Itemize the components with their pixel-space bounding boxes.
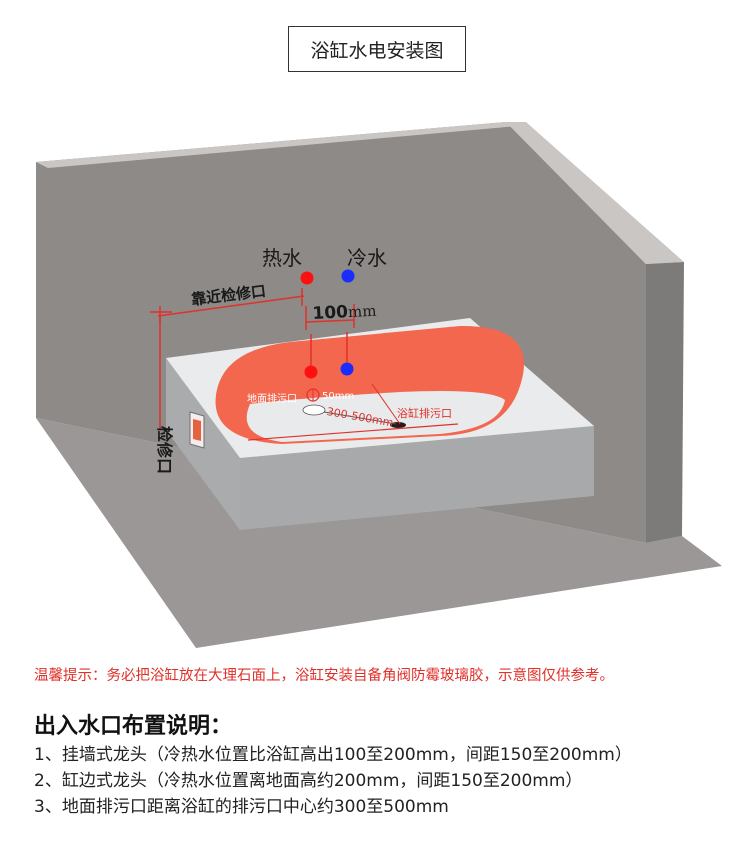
tub-basin-floor (246, 391, 505, 442)
hot-water-inlet (300, 271, 314, 285)
hot-water-point (304, 365, 318, 379)
cold-water-label: 冷水 (347, 246, 387, 270)
spacing-value: 100 (312, 302, 349, 324)
back-wall-top (36, 122, 518, 168)
floor-drain (302, 404, 326, 416)
note-3: 3、地面排污口距离浴缸的排污口中心约300至500mm (34, 797, 449, 817)
floor-drain-label: 地面排污口 (247, 394, 297, 405)
note-2: 2、缸边式龙头（冷热水位置离地面高约200mm，间距150至200mm） (34, 771, 583, 791)
right-wall (646, 262, 684, 543)
section-title: 出入水口布置说明： (34, 714, 233, 739)
drain-diameter-label: 50mm (322, 391, 355, 402)
cold-water-inlet (341, 269, 355, 283)
spacing-label: 100mm (312, 301, 377, 324)
tub-front-face (240, 426, 594, 530)
tub-drain-label: 浴缸排污口 (397, 407, 452, 420)
note-1: 1、挂墙式龙头（冷热水位置比浴缸高出100至200mm，间距150至200mm） (34, 745, 632, 765)
access-port-label: 检修口 (155, 426, 174, 475)
warning-text: 温馨提示：务必把浴缸放在大理石面上，浴缸安装自备角阀防霉玻璃胶，示意图仅供参考。 (34, 668, 614, 684)
hot-water-label: 热水 (262, 246, 302, 270)
notes-list: 1、挂墙式龙头（冷热水位置比浴缸高出100至200mm，间距150至200mm）… (34, 742, 632, 820)
spacing-unit: mm (347, 301, 377, 322)
diagram-title: 浴缸水电安装图 (288, 26, 466, 72)
cold-water-point (340, 362, 354, 376)
right-wall-top (506, 122, 684, 264)
installation-diagram (36, 122, 722, 648)
